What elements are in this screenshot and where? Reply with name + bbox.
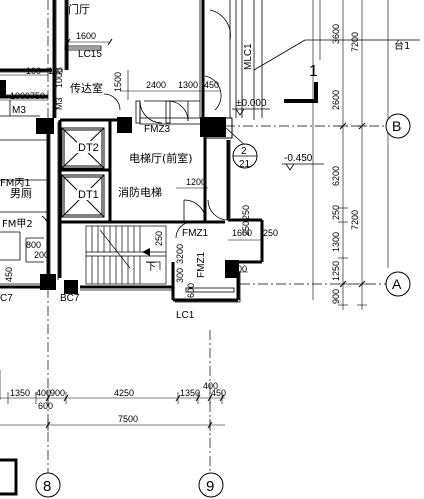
dim-r1-3600: 3600 xyxy=(331,24,341,44)
elevator-1-label-bg xyxy=(77,141,99,153)
axis-bubble-9 xyxy=(198,472,224,498)
dim-b-4250: 4250 xyxy=(114,388,134,398)
room-elevator-hall: 电梯厅(前室) xyxy=(129,151,193,165)
level-b: -0.450 xyxy=(284,153,313,164)
door-fm-c1: FM丙1 xyxy=(0,178,31,189)
detail-sheet: 21 xyxy=(239,159,251,170)
dim-1000: 1000 xyxy=(10,91,30,101)
window-bc7-b: C7 xyxy=(0,293,13,304)
axis-label-9: 9 xyxy=(206,478,214,495)
dim-b-400a: 400 xyxy=(36,388,51,398)
door-fmz3: FMZ3 xyxy=(144,124,171,135)
axis-bubble-a xyxy=(385,271,411,297)
dimension-ticks xyxy=(45,38,366,429)
dim-600: 600 xyxy=(186,283,196,298)
dim-b-1350b: 1350 xyxy=(180,388,200,398)
dim-1500: 1500 xyxy=(113,72,123,92)
dim-1300: 1300 xyxy=(178,80,198,90)
elevator-2-label-bg xyxy=(77,188,99,200)
dim-300: 300 xyxy=(175,268,185,283)
stair xyxy=(85,225,167,285)
dim-r1-6200: 6200 xyxy=(331,166,341,186)
dim-100b: 100 xyxy=(48,66,63,76)
dimension-texts: 1600 100 100 1000 750 2400 1300 450 1200… xyxy=(10,31,278,424)
platform-label: 台1 xyxy=(394,39,410,52)
section-mark xyxy=(284,82,318,103)
window-mlc1: MLC1 xyxy=(243,43,254,70)
columns xyxy=(0,80,239,294)
dim-200: 200 xyxy=(34,250,49,260)
shaft-box xyxy=(205,117,233,139)
dim-r1-2600: 2600 xyxy=(331,90,341,110)
axis-bubbles xyxy=(35,113,411,498)
dim-250a: 250 xyxy=(241,205,251,220)
door-m3-a: M3 xyxy=(12,105,26,116)
dim-1600-top: 1600 xyxy=(76,31,96,41)
dim-r2-7200b: 7200 xyxy=(350,210,360,230)
elevator-1-label: DT2 xyxy=(78,142,99,154)
dim-2400: 2400 xyxy=(146,80,166,90)
dim-b-400b: 400 xyxy=(203,381,218,391)
axis-bubble-b xyxy=(385,113,411,139)
door-swings xyxy=(41,9,231,239)
dim-250d: 250 xyxy=(263,228,278,238)
room-fire-elevator: 消防电梯 xyxy=(118,185,162,199)
stair-down: 下 xyxy=(146,262,156,273)
room-toilet: 男厕 xyxy=(10,187,32,200)
dim-b-7500: 7500 xyxy=(118,414,138,424)
detail-number: 2 xyxy=(241,146,247,157)
window-lc15: LC15 xyxy=(78,49,102,60)
section-number: 1 xyxy=(309,63,318,80)
door-fmz1-v: FMZ1 xyxy=(196,251,207,278)
dim-r1-1300: 1300 xyxy=(331,232,341,252)
elevator-2-label: DT1 xyxy=(78,189,99,201)
thin-lines xyxy=(0,0,420,303)
dim-450b: 450 xyxy=(4,267,14,282)
dim-3200: 3200 xyxy=(175,244,185,264)
window-bc7-a: BC7 xyxy=(60,293,80,304)
dim-450: 450 xyxy=(204,80,219,90)
dim-r1-250: 250 xyxy=(331,205,341,220)
axis-bubble-8 xyxy=(35,472,61,498)
stair-arrow-icon xyxy=(142,248,150,256)
dim-b-1350a: 1350 xyxy=(10,388,30,398)
axis-label-a: A xyxy=(392,276,402,292)
dimension-lines xyxy=(0,0,389,431)
door-fm-a2: FM甲2 xyxy=(2,219,33,230)
level-a: ±0.000 xyxy=(236,98,267,109)
dim-b-600: 600 xyxy=(38,401,53,411)
dim-100a: 100 xyxy=(26,66,41,76)
room-lobby: 门厅 xyxy=(68,2,90,16)
door-m3-b: M3 xyxy=(54,97,64,110)
dim-r1-900: 900 xyxy=(331,289,341,304)
window-lc1: LC1 xyxy=(176,310,195,321)
dim-750: 750 xyxy=(30,91,45,101)
axis-label-b: B xyxy=(392,118,401,134)
corner-bracket xyxy=(0,458,18,496)
room-duty: 传达室 xyxy=(70,81,103,95)
dim-b-900: 900 xyxy=(50,388,65,398)
dim-1000v: 1000 xyxy=(54,68,64,88)
dim-900: 900 xyxy=(232,264,247,274)
door-fmz1-h: FMZ1 xyxy=(182,228,209,239)
dim-1600-mid: 1600 xyxy=(232,228,252,238)
dim-250c: 250 xyxy=(154,231,164,246)
dim-r2-7200a: 7200 xyxy=(350,32,360,52)
dim-800: 800 xyxy=(26,240,41,250)
detail-index xyxy=(232,143,258,169)
axis-label-8: 8 xyxy=(43,478,51,495)
dim-r1-1250: 1250 xyxy=(331,261,341,281)
dim-1200: 1200 xyxy=(186,177,206,187)
dim-250b: 250 xyxy=(241,221,251,236)
dimension-texts-vertical: 1500 1000 250 250 250 300 3200 600 450 3… xyxy=(4,24,360,304)
dim-b-450: 450 xyxy=(211,388,226,398)
